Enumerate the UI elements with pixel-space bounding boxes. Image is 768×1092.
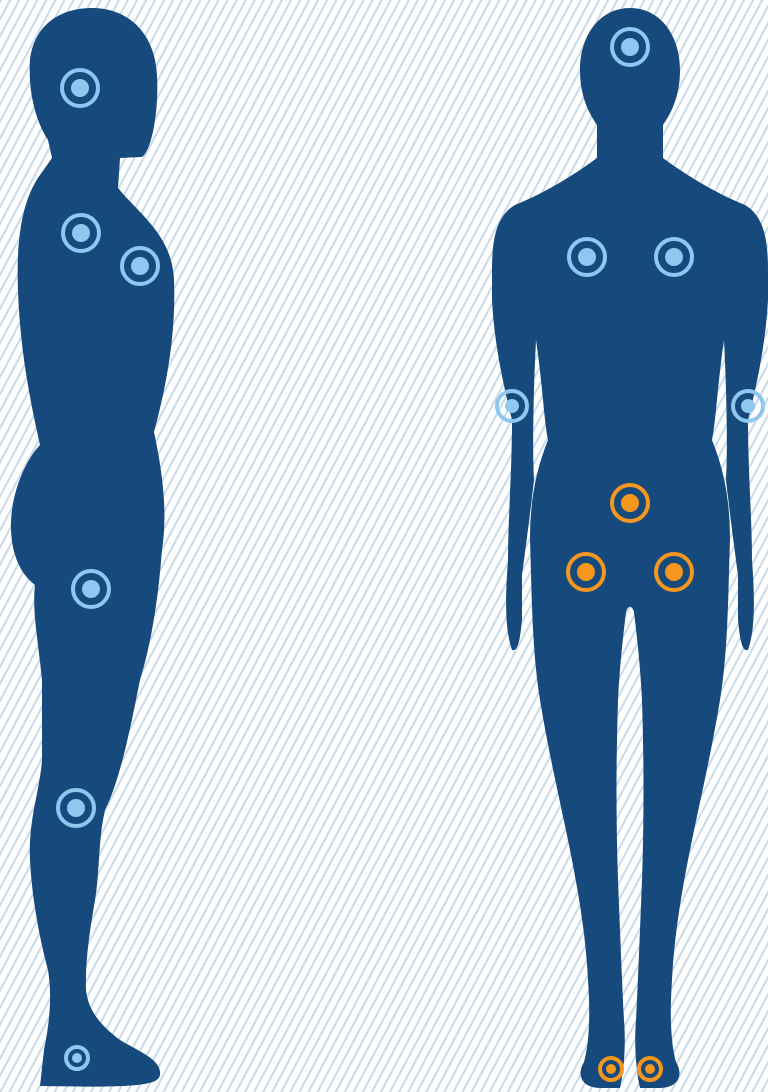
marker-dot-icon [578,248,596,266]
marker-dot-icon [67,799,85,817]
marker-dot-icon [645,1064,655,1074]
marker-dot-icon [82,580,100,598]
marker-dot-icon [665,248,683,266]
marker-dot-icon [505,399,519,413]
marker-dot-icon [131,257,149,275]
marker-dot-icon [741,399,755,413]
marker-dot-icon [665,563,683,581]
marker-dot-icon [71,79,89,97]
marker-dot-icon [72,1053,82,1063]
marker-dot-icon [621,38,639,56]
marker-dot-icon [577,563,595,581]
marker-dot-icon [72,224,90,242]
marker-dot-icon [606,1064,616,1074]
marker-dot-icon [621,494,639,512]
